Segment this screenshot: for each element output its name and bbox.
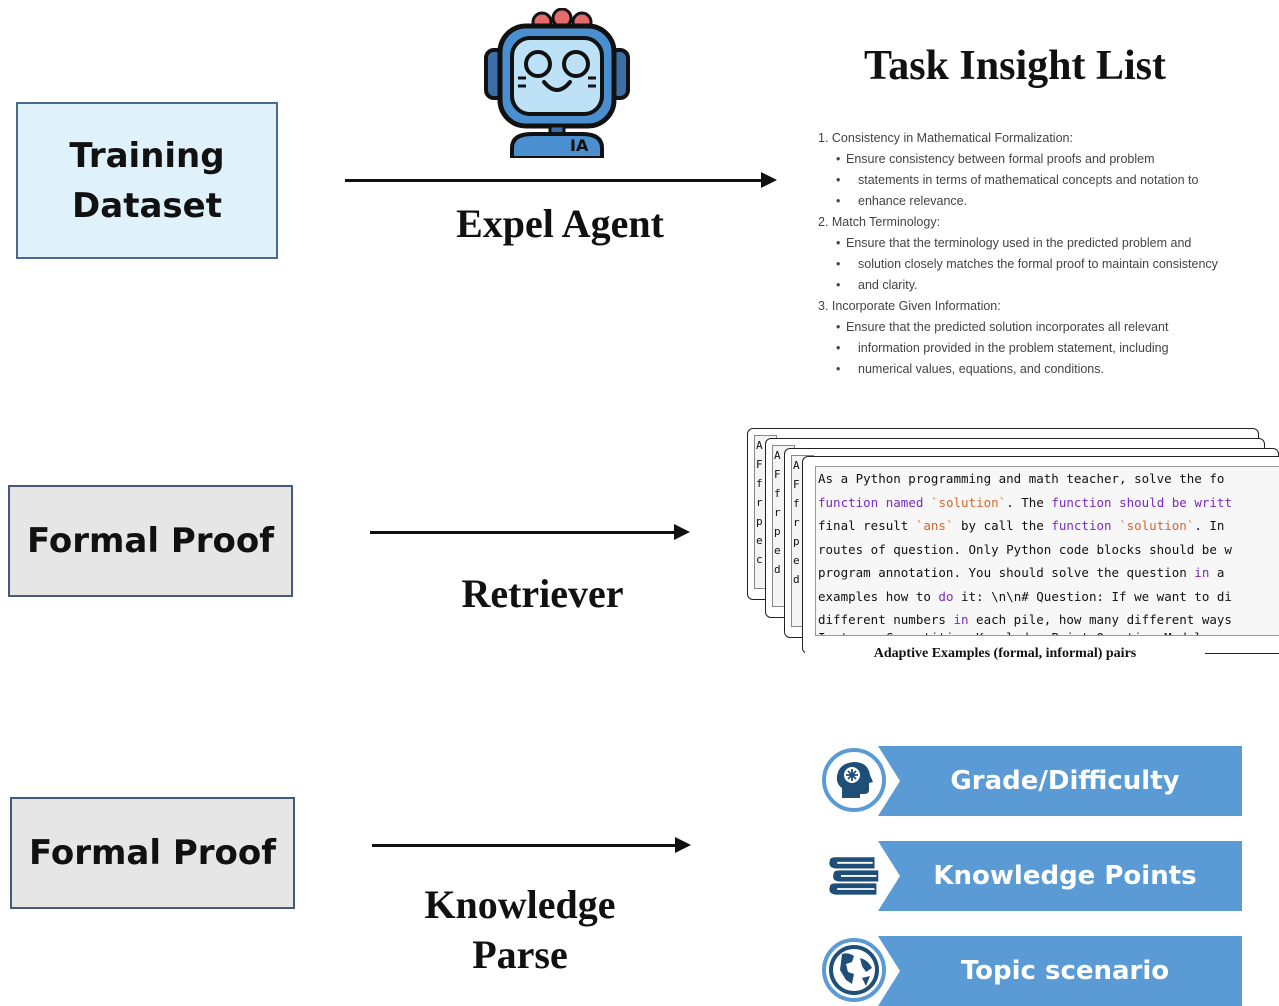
insight-item-3-line-1: Ensure that the predicted solution incor… (818, 317, 1258, 338)
arrow-expel (345, 172, 777, 188)
code-line: examples how to do it: \n\n# Question: I… (818, 588, 1232, 604)
robot-agent-icon: IA (484, 8, 630, 158)
arrow-retriever (370, 524, 690, 540)
formal-proof-label-knowledge: Formal Proof (28, 833, 277, 873)
insight-list-title: Task Insight List (864, 43, 1166, 89)
code-line: final result `ans` by call the function … (818, 518, 1225, 533)
retriever-label: Retriever (461, 571, 624, 616)
insight-item-1-line-1: Ensure consistency between formal proofs… (818, 149, 1258, 170)
books-icon (822, 843, 886, 907)
formal-proof-box-knowledge: Formal Proof (10, 797, 295, 909)
insight-item-2-line-2: solution closely matches the formal proo… (818, 254, 1258, 275)
formal-proof-label-retriever: Formal Proof (26, 521, 275, 561)
brain-head-icon (822, 748, 886, 812)
topic-scenario-banner: Topic scenario (878, 936, 1242, 1006)
arrow-knowledge-parse (372, 837, 691, 853)
insight-list: 1. Consistency in Mathematical Formaliza… (818, 128, 1258, 380)
expel-agent-label: Expel Agent (456, 201, 664, 246)
insight-item-1-line-2: statements in terms of mathematical conc… (818, 170, 1258, 191)
insight-item-2-line-1: Ensure that the terminology used in the … (818, 233, 1258, 254)
knowledge-parse-label: Knowledge Parse (424, 882, 616, 977)
training-dataset-label: Training Dataset (69, 135, 225, 226)
insight-item-2-line-3: and clarity. (818, 275, 1258, 296)
code-line: function named `solution`. The function … (818, 494, 1232, 510)
example-code-block: As a Python programming and math teacher… (815, 466, 1279, 636)
insight-item-3-line-2: information provided in the problem stat… (818, 338, 1258, 359)
insight-item-1-line-3: enhance relevance. (818, 191, 1258, 212)
insight-item-3-line-3: numerical values, equations, and conditi… (818, 359, 1258, 380)
topic-scenario-label: Topic scenario (960, 956, 1170, 986)
code-line: routes of question. Only Python code blo… (818, 541, 1232, 557)
robot-badge-text: IA (570, 136, 589, 155)
insight-item-1-heading: 1. Consistency in Mathematical Formaliza… (818, 131, 1073, 145)
training-dataset-box: Training Dataset (16, 102, 278, 259)
code-line: Instance Competition Knowledge Point Que… (816, 626, 1279, 636)
insight-item-3-heading: 3. Incorporate Given Information: (818, 299, 1001, 313)
grade-difficulty-banner: Grade/Difficulty (878, 746, 1242, 816)
globe-icon (822, 938, 886, 1002)
code-line: different numbers in each pile, how many… (818, 612, 1232, 627)
examples-caption: Adaptive Examples (formal, informal) pai… (805, 646, 1205, 662)
knowledge-points-banner: Knowledge Points (878, 841, 1242, 911)
code-line: program annotation. You should solve the… (818, 565, 1225, 580)
grade-difficulty-label: Grade/Difficulty (950, 766, 1180, 796)
code-line: As a Python programming and math teacher… (818, 471, 1225, 486)
knowledge-points-label: Knowledge Points (933, 861, 1197, 891)
formal-proof-box-retriever: Formal Proof (8, 485, 293, 597)
insight-item-2-heading: 2. Match Terminology: (818, 215, 941, 229)
